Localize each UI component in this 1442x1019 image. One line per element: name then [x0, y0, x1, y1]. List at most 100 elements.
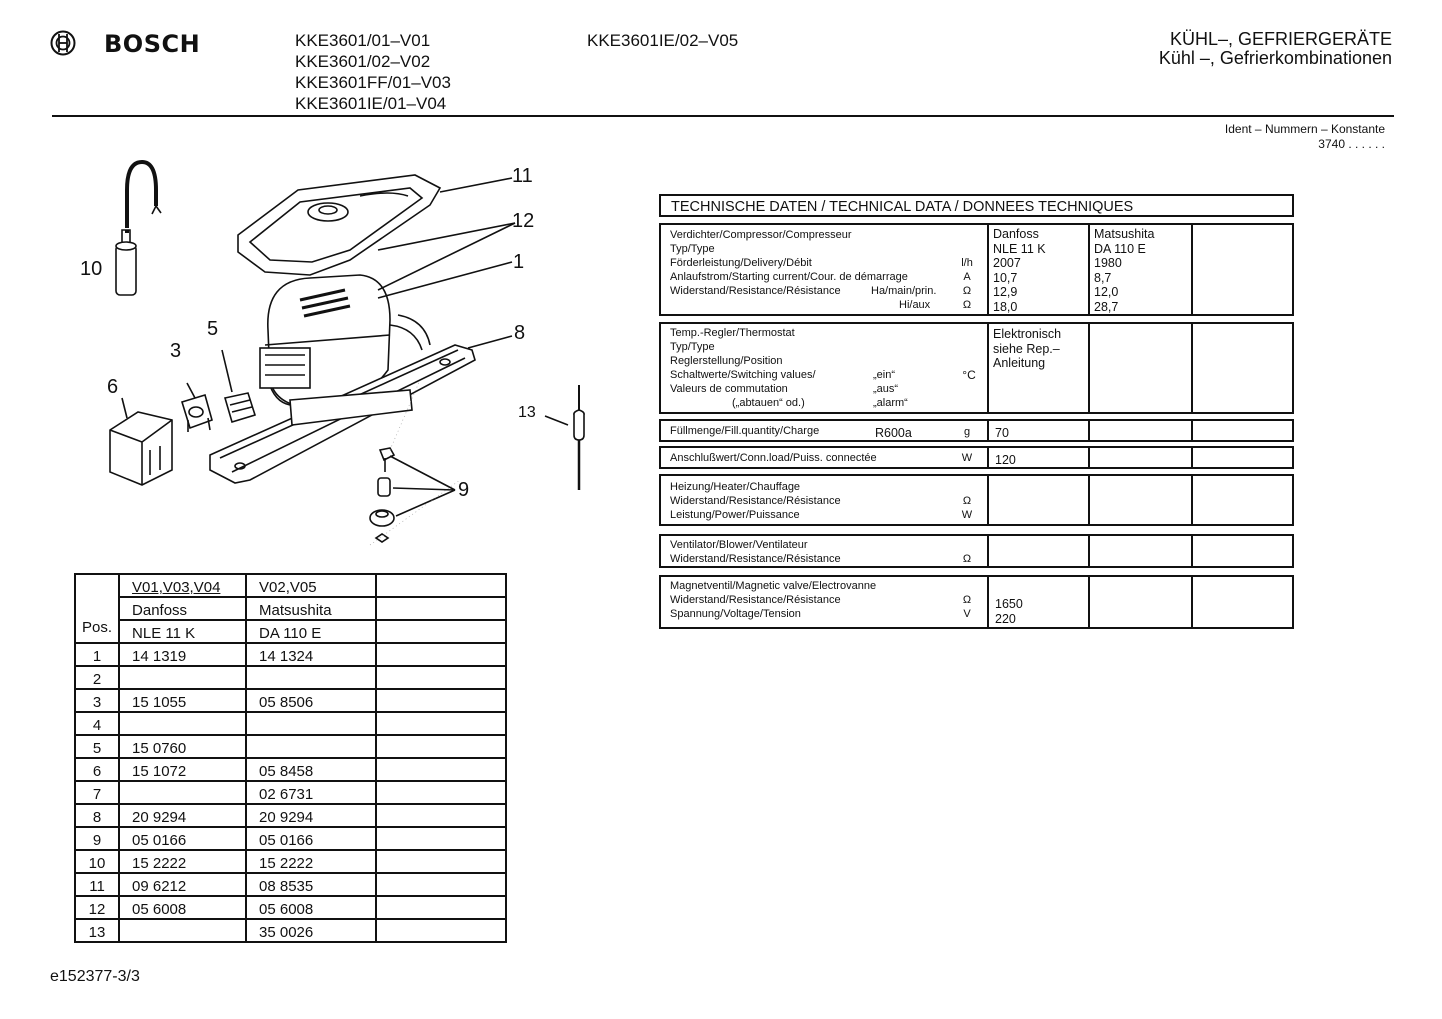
model-item: KKE3601IE/02–V05	[587, 31, 739, 50]
connection-value: 120	[995, 453, 1016, 467]
header-cell	[375, 596, 508, 621]
tech-connection-box: Anschlußwert/Conn.load/Puiss. connectée …	[659, 446, 1294, 469]
part-number-cell	[245, 734, 378, 759]
header-cell: NLE 11 K	[118, 619, 248, 644]
pos-cell: 5	[73, 734, 121, 759]
part-number-cell	[375, 688, 508, 713]
charge-refrigerant: R600a	[875, 426, 912, 440]
thermo-label: Typ/Type	[670, 341, 715, 353]
pos-header: Pos.	[73, 573, 121, 644]
heater-label: Heizung/Heater/Chauffage	[670, 481, 801, 493]
model-item: KKE3601/02–V02	[295, 52, 431, 71]
callout-11: 11	[512, 165, 533, 187]
comp-val2: 1980	[1094, 256, 1122, 270]
part-number-cell	[375, 780, 508, 805]
heater-label: Widerstand/Resistance/Résistance	[670, 495, 841, 507]
valve-label: Widerstand/Resistance/Résistance	[670, 594, 841, 606]
part-number-cell: 09 6212	[118, 872, 248, 897]
comp-val1: 10,7	[993, 270, 1018, 285]
filter-dryer-part	[573, 385, 585, 490]
part-number-cell	[118, 665, 248, 690]
header-cell: Danfoss	[118, 596, 248, 621]
tech-charge-box: Füllmenge/Fill.quantity/Charge R600a g 7…	[659, 419, 1294, 442]
comp-val1: NLE 11 K	[993, 241, 1046, 256]
part-number-cell: 20 9294	[118, 803, 248, 828]
category-line1: KÜHL–, GEFRIERGERÄTE	[1169, 29, 1392, 49]
part-number-cell: 05 6008	[245, 895, 378, 920]
valve-val: 1650	[995, 597, 1023, 611]
model-list: KKE3601/01–V01 KKE3601/02–V02 KKE3601FF/…	[295, 30, 451, 114]
part-number-cell: 05 8506	[245, 688, 378, 713]
model-item: KKE3601IE/01–V04	[295, 94, 447, 113]
valve-label: Spannung/Voltage/Tension	[670, 608, 801, 620]
comp-label: Anlaufstrom/Starting current/Cour. de dé…	[670, 271, 908, 283]
tech-valve-box: Magnetventil/Magnetic valve/Electrovanne…	[659, 575, 1294, 629]
comp-val2: 28,7	[1094, 299, 1119, 314]
table-row: 13 35 0026	[73, 918, 508, 943]
parts-table: Pos. V01,V03,V04 V02,V05 Danfoss Matsush…	[73, 573, 508, 943]
callout-3: 3	[170, 340, 182, 362]
terminal-cover-part	[109, 411, 173, 486]
capacitor-part	[115, 159, 162, 296]
callout-6: 6	[107, 376, 119, 398]
part-number-cell	[118, 711, 248, 736]
part-number-cell	[375, 757, 508, 782]
thermo-label: Valeurs de commutation	[670, 383, 788, 395]
part-number-cell	[375, 803, 508, 828]
pos-cell: 12	[73, 895, 121, 920]
table-row: 2	[73, 665, 508, 690]
pos-cell: 8	[73, 803, 121, 828]
pos-cell: 13	[73, 918, 121, 943]
thermo-val: siehe Rep.–	[993, 341, 1060, 356]
model-mid: KKE3601IE/02–V05	[587, 30, 738, 51]
compressor-part	[259, 274, 431, 409]
thermo-state: „alarm“	[873, 397, 908, 409]
header-cell: V02,V05	[245, 573, 378, 598]
header-cell	[375, 573, 508, 598]
pos-cell: 10	[73, 849, 121, 874]
comp-sublabel: Hi/aux	[899, 299, 931, 311]
part-number-cell	[375, 895, 508, 920]
part-number-cell: 05 0166	[118, 826, 248, 851]
comp-val1: 12,9	[993, 285, 1018, 299]
brand-name: BOSCH	[104, 30, 201, 58]
pos-cell: 3	[73, 688, 121, 713]
part-number-cell: 15 2222	[245, 849, 378, 874]
comp-val2: DA 110 E	[1094, 241, 1146, 256]
pos-cell: 11	[73, 872, 121, 897]
comp-label: Widerstand/Resistance/Résistance	[670, 285, 841, 297]
relay-part	[223, 392, 257, 424]
tech-fan-box: Ventilator/Blower/Ventilateur Widerstand…	[659, 534, 1294, 568]
part-number-cell	[375, 849, 508, 874]
comp-unit: l/h	[961, 257, 973, 269]
comp-val2: 12,0	[1094, 285, 1119, 299]
valve-unit: Ω	[962, 594, 972, 606]
comp-unit: Ω	[962, 299, 972, 311]
comp-label: Förderleistung/Delivery/Débit	[670, 257, 812, 269]
tech-thermostat-box: Temp.-Regler/Thermostat Typ/Type Reglers…	[659, 322, 1294, 414]
part-number-cell: 14 1324	[245, 642, 378, 667]
part-number-cell	[375, 642, 508, 667]
thermo-label: Schaltwerte/Switching values/	[670, 369, 816, 381]
pos-cell: 4	[73, 711, 121, 736]
fan-label: Widerstand/Resistance/Résistance	[670, 553, 841, 565]
document-id: e152377-3/3	[50, 968, 140, 985]
thermo-state: „aus“	[873, 383, 899, 395]
header-cell: DA 110 E	[245, 619, 378, 644]
thermo-label: Reglerstellung/Position	[670, 355, 783, 367]
table-row: 4	[73, 711, 508, 736]
comp-sublabel: Ha/main/prin.	[871, 285, 937, 297]
part-number-cell	[245, 711, 378, 736]
comp-val2: 8,7	[1094, 270, 1112, 285]
pos-cell: 9	[73, 826, 121, 851]
part-number-cell: 35 0026	[245, 918, 378, 943]
part-number-cell: 05 8458	[245, 757, 378, 782]
valve-val: 220	[995, 611, 1016, 626]
callout-9: 9	[458, 479, 470, 501]
